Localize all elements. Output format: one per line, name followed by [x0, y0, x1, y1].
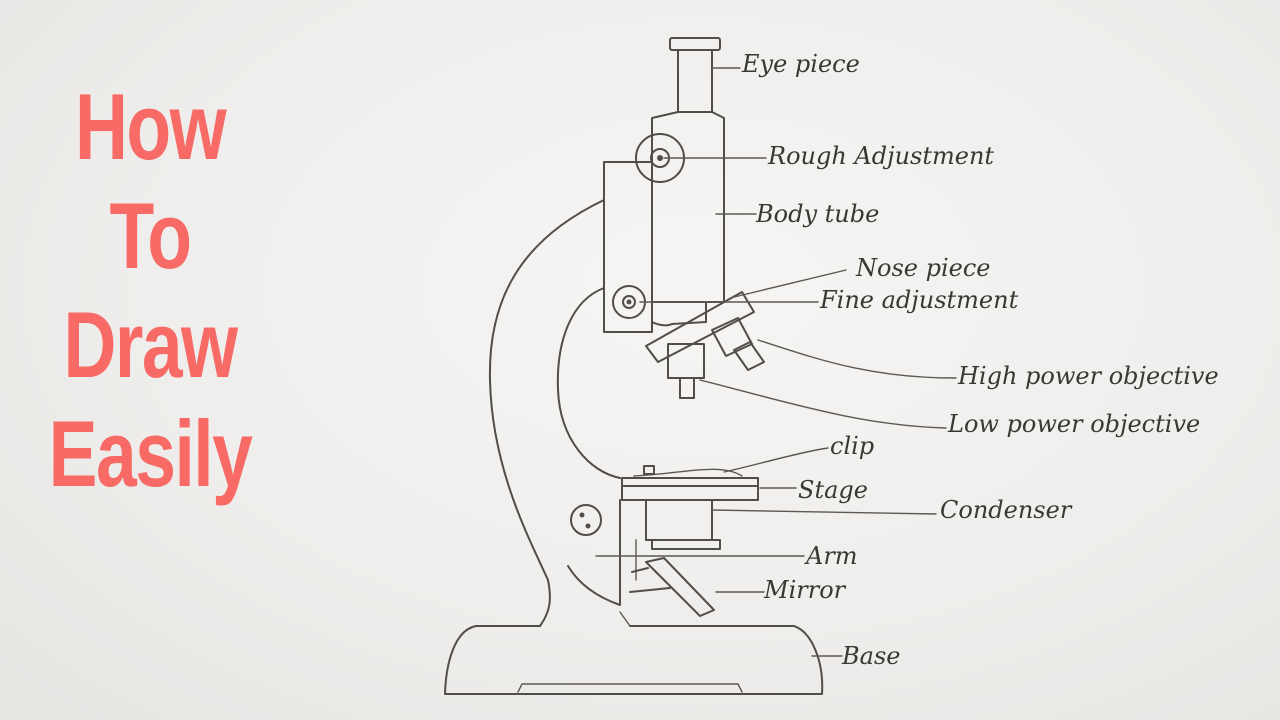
stage-shape — [621, 465, 759, 501]
mirror-shape — [629, 557, 715, 617]
base-shape — [444, 611, 824, 695]
arm-shape — [488, 199, 621, 627]
label-mirror: Mirror — [763, 576, 847, 604]
label-body-tube: Body tube — [755, 200, 879, 228]
pillar-shape — [603, 161, 653, 333]
label-low-power-objective: Low power objective — [947, 410, 1200, 438]
label-arm: Arm — [804, 542, 858, 570]
label-condenser: Condenser — [940, 496, 1073, 524]
label-base: Base — [841, 642, 900, 670]
eye-piece-shape — [669, 37, 721, 113]
title-block: How To Draw Easily — [33, 72, 267, 508]
label-clip: clip — [830, 432, 874, 460]
title-line-to: To — [109, 183, 192, 289]
label-high-power-objective: High power objective — [957, 362, 1219, 390]
nose-piece-shape — [645, 291, 755, 363]
high-power-objective-shape — [711, 317, 765, 371]
body-tube-shape — [651, 111, 725, 303]
label-nose-piece: Nose piece — [855, 254, 990, 282]
label-stage: Stage — [798, 476, 868, 504]
label-rough-adjustment: Rough Adjustment — [767, 142, 994, 170]
label-fine-adjustment: Fine adjustment — [819, 286, 1019, 314]
label-eye-piece: Eye piece — [741, 50, 860, 78]
title-line-how: How — [74, 74, 227, 179]
low-power-objective-shape — [667, 343, 705, 399]
condenser-shape — [635, 499, 721, 581]
leader-lines — [595, 67, 957, 657]
title-line-easily: Easily — [48, 401, 253, 507]
title-line-draw: Draw — [63, 292, 238, 398]
